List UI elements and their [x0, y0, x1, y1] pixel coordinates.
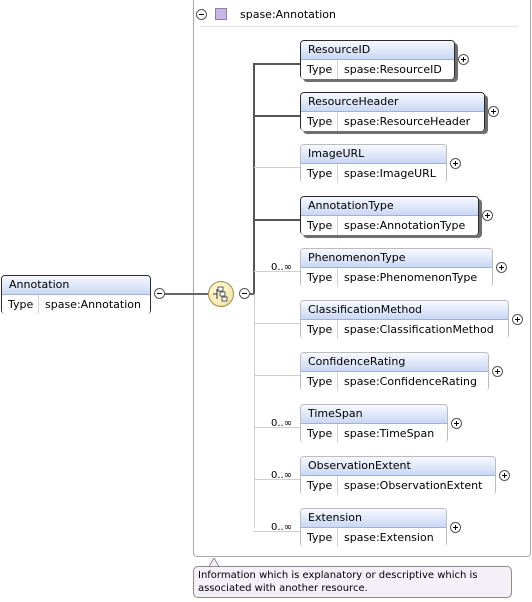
child-connector — [254, 167, 300, 168]
child-type-row: Type spase:ResourceID — [301, 60, 454, 79]
child-connector — [254, 323, 300, 324]
child-element-name: ResourceID — [301, 41, 454, 60]
child-connector — [254, 219, 300, 221]
complex-type-icon — [215, 8, 227, 20]
expand-plus-icon[interactable] — [488, 106, 499, 117]
child-type-value: spase:AnnotationType — [344, 219, 466, 232]
child-cardinality: 0..∞ — [271, 522, 293, 533]
child-element-name: ClassificationMethod — [301, 301, 508, 320]
root-element-name: Annotation — [2, 276, 150, 295]
child-type-value: spase:PhenomenonType — [344, 271, 478, 284]
child-type-label: Type — [301, 476, 338, 495]
child-element-name: ResourceHeader — [301, 93, 484, 112]
expand-plus-icon[interactable] — [496, 262, 507, 273]
root-type-row: Type spase:Annotation — [2, 295, 150, 314]
documentation-note: Information which is explanatory or desc… — [193, 566, 512, 598]
child-type-value: spase:Extension — [344, 531, 434, 544]
child-type-row: Type spase:ConfidenceRating — [301, 372, 488, 391]
child-connector — [254, 271, 300, 272]
expand-plus-icon[interactable] — [450, 158, 461, 169]
child-cardinality: 0..∞ — [271, 418, 293, 429]
compositor-to-trunk — [249, 293, 254, 295]
child-element-name: ConfidenceRating — [301, 353, 488, 372]
child-type-label: Type — [301, 60, 338, 79]
child-type-value: spase:ImageURL — [344, 167, 436, 180]
child-type-row: Type spase:ObservationExtent — [301, 476, 495, 495]
child-connector — [254, 531, 300, 532]
child-type-label: Type — [301, 268, 338, 287]
sequence-compositor-icon[interactable] — [208, 281, 234, 307]
child-type-value: spase:ConfidenceRating — [344, 375, 477, 388]
expand-plus-icon[interactable] — [458, 54, 469, 65]
child-type-label: Type — [301, 424, 338, 443]
child-type-label: Type — [301, 528, 338, 547]
child-type-row: Type spase:Extension — [301, 528, 446, 547]
child-type-value: spase:ResourceHeader — [344, 115, 471, 128]
expand-plus-icon[interactable] — [482, 210, 493, 221]
expand-plus-icon[interactable] — [492, 366, 503, 377]
child-type-value: spase:ClassificationMethod — [344, 323, 494, 336]
child-element-name: PhenomenonType — [301, 249, 492, 268]
group-divider — [200, 26, 518, 27]
child-type-row: Type spase:ResourceHeader — [301, 112, 484, 131]
child-element-name: ImageURL — [301, 145, 446, 164]
child-type-value: spase:TimeSpan — [344, 427, 435, 440]
child-type-label: Type — [301, 216, 338, 235]
child-connector — [254, 479, 300, 480]
children-trunk-upper — [253, 63, 255, 294]
child-type-value: spase:ResourceID — [344, 63, 442, 76]
root-collapse-icon[interactable] — [154, 288, 165, 299]
child-type-label: Type — [301, 112, 338, 131]
child-type-label: Type — [301, 372, 338, 391]
child-element-name: ObservationExtent — [301, 457, 495, 476]
child-type-row: Type spase:PhenomenonType — [301, 268, 492, 287]
child-element-name: Extension — [301, 509, 446, 528]
children-trunk-lower — [254, 294, 255, 528]
group-collapse-icon[interactable] — [196, 9, 207, 20]
root-connector — [165, 293, 208, 295]
child-element-name: AnnotationType — [301, 197, 478, 216]
child-connector — [254, 427, 300, 428]
child-element-name: TimeSpan — [301, 405, 447, 424]
child-type-label: Type — [301, 164, 338, 183]
child-type-row: Type spase:ClassificationMethod — [301, 320, 508, 339]
child-type-row: Type spase:AnnotationType — [301, 216, 478, 235]
note-pointer — [208, 558, 220, 568]
root-type-value: spase:Annotation — [45, 298, 141, 311]
expand-plus-icon[interactable] — [451, 418, 462, 429]
child-connector — [254, 115, 300, 117]
child-connector — [254, 63, 300, 65]
child-cardinality: 0..∞ — [271, 470, 293, 481]
root-element-annotation[interactable]: Annotation Type spase:Annotation — [1, 275, 151, 314]
child-type-row: Type spase:ImageURL — [301, 164, 446, 183]
expand-plus-icon[interactable] — [499, 470, 510, 481]
child-type-label: Type — [301, 320, 338, 339]
child-connector — [254, 375, 300, 376]
root-type-label: Type — [2, 295, 39, 314]
expand-plus-icon[interactable] — [512, 314, 523, 325]
expand-plus-icon[interactable] — [450, 522, 461, 533]
child-type-value: spase:ObservationExtent — [344, 479, 483, 492]
child-type-row: Type spase:TimeSpan — [301, 424, 447, 443]
child-cardinality: 0..∞ — [271, 262, 293, 273]
group-title: spase:Annotation — [240, 8, 336, 21]
